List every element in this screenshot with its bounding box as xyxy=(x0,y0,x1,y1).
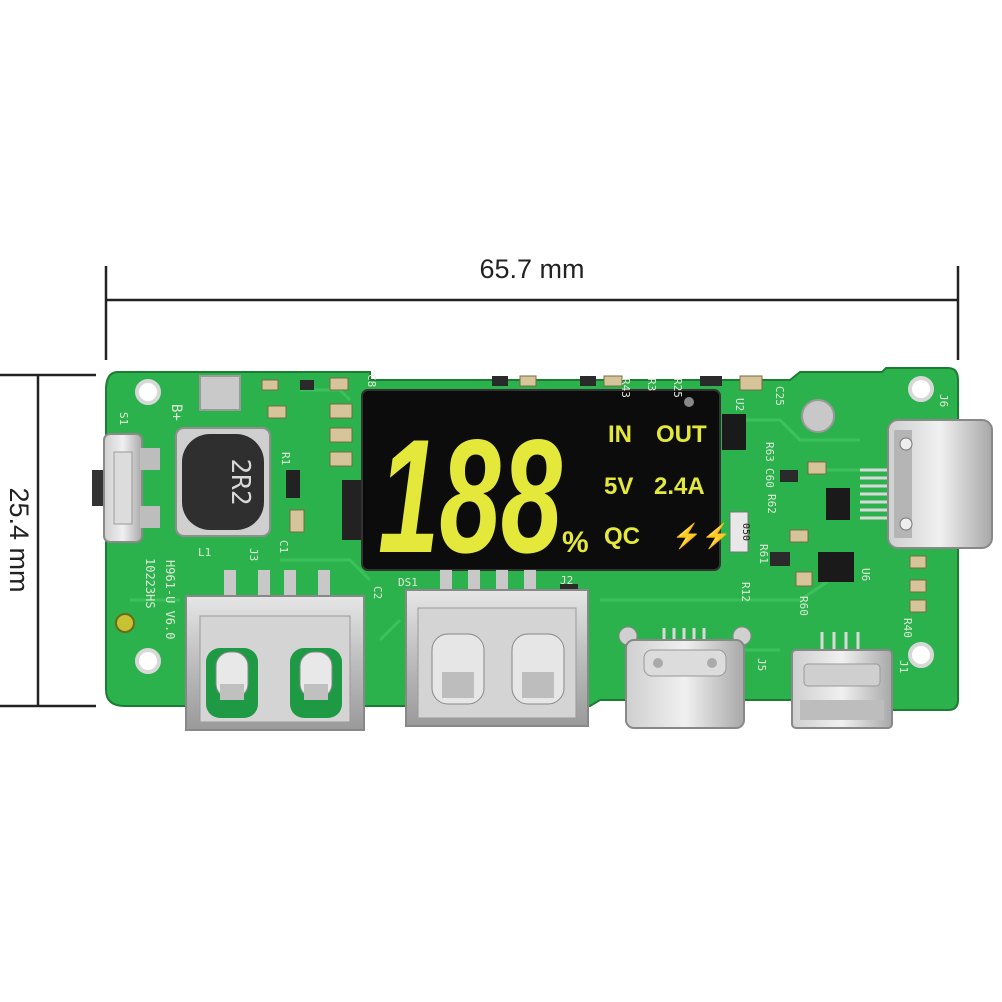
silk-c25: C25 xyxy=(773,386,786,406)
silk-date: 10223HS xyxy=(143,558,157,609)
silk-u2: U2 xyxy=(733,398,746,411)
lcd-display: 188 % IN OUT 5V 2.4A QC ⚡⚡ xyxy=(361,389,732,587)
silk-j5: J5 xyxy=(755,658,768,671)
battery-pad xyxy=(199,375,241,411)
silk-c60: C60 xyxy=(763,468,776,488)
silk-r61: R61 xyxy=(757,544,770,564)
width-dimension: 65.7 mm xyxy=(104,254,960,360)
silk-j1: J1 xyxy=(897,660,910,673)
height-dimension: 25.4 mm xyxy=(0,373,96,708)
slide-switch[interactable] xyxy=(92,433,160,543)
lcd-bolt-icon: ⚡⚡ xyxy=(672,522,732,550)
micro-usb-port-j1[interactable] xyxy=(791,632,893,729)
usb-a-port-1[interactable] xyxy=(185,570,365,731)
silk-ds1: DS1 xyxy=(398,576,418,589)
inductor-marking: 2R2 xyxy=(225,459,255,506)
silk-l1: L1 xyxy=(198,546,211,559)
inductor-l1: 2R2 xyxy=(175,427,271,537)
lcd-in-label: IN xyxy=(608,421,632,448)
silk-s1: S1 xyxy=(117,412,130,425)
silk-r40: R40 xyxy=(901,618,914,638)
lcd-voltage-label: 5V xyxy=(604,473,633,500)
silk-model: H961-U V6.0 xyxy=(163,560,177,639)
silk-b-plus: B+ xyxy=(168,404,184,421)
pcb-traces xyxy=(130,388,880,652)
silk-r12: R12 xyxy=(739,582,752,602)
silk-j3: J3 xyxy=(247,548,260,561)
lcd-qc-label: QC xyxy=(604,523,640,550)
silk-r3: R3 xyxy=(645,378,658,391)
silk-r1: R1 xyxy=(279,452,292,465)
silk-r43: R43 xyxy=(619,378,632,398)
width-label: 65.7 mm xyxy=(479,254,584,284)
silk-r62: R62 xyxy=(765,494,778,514)
usb-a-port-2[interactable] xyxy=(405,570,589,727)
lcd-percent: % xyxy=(562,526,589,559)
silk-j2: J2 xyxy=(560,574,573,587)
silk-r60: R60 xyxy=(797,596,810,616)
usb-c-port-j5[interactable] xyxy=(618,626,752,729)
silk-c8: C8 xyxy=(365,374,378,387)
resistor-value: 050 xyxy=(740,523,751,541)
mount-holes xyxy=(115,376,934,674)
silk-r25: R25 xyxy=(671,378,684,398)
silk-j6: J6 xyxy=(937,394,950,407)
lcd-out-label: OUT xyxy=(656,421,707,448)
silk-r63: R63 xyxy=(763,442,776,462)
silk-c2: C2 xyxy=(371,586,384,599)
usb-c-port-j6[interactable] xyxy=(860,419,993,549)
lcd-digits: 188 xyxy=(378,406,562,587)
silk-u6: U6 xyxy=(859,568,872,581)
silkscreen-labels: B+ S1 L1 J3 C1 R1 H961-U V6.0 10223HS C2… xyxy=(117,374,950,673)
height-label: 25.4 mm xyxy=(4,487,34,592)
silk-c1: C1 xyxy=(277,540,290,553)
lcd-current-label: 2.4A xyxy=(654,473,705,500)
